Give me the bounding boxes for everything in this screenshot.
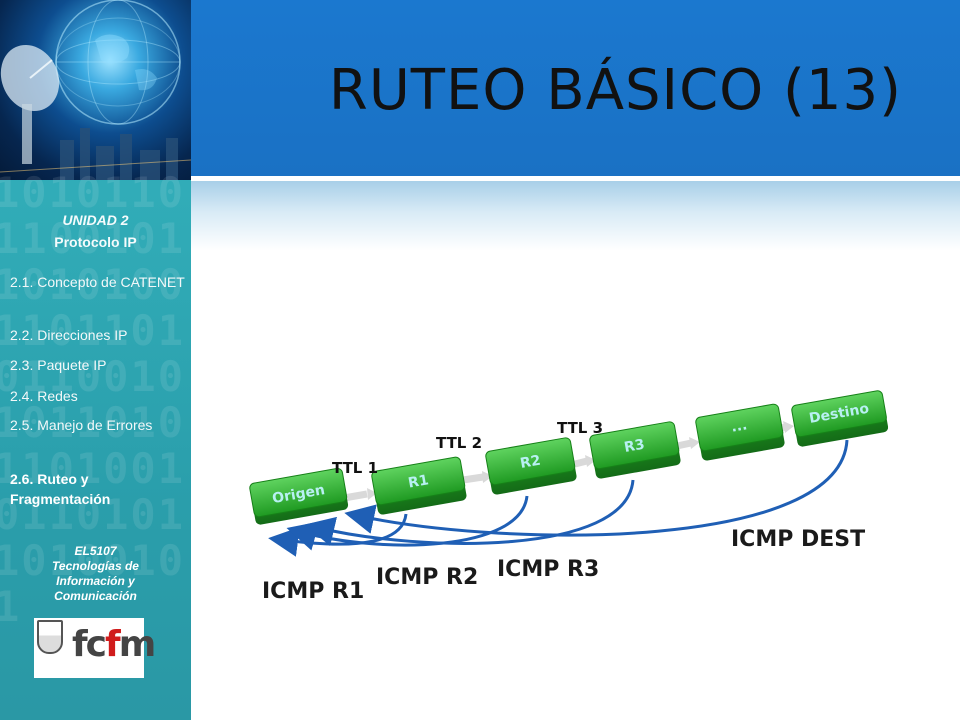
node-label-r1: R1: [407, 472, 430, 491]
course-name-line-2: Información y: [56, 574, 135, 588]
sidebar: 1010110110010110101001101101011001010110…: [0, 0, 191, 720]
node-r1: R1: [371, 456, 467, 515]
course-name-line-1: Tecnologías de: [52, 559, 139, 573]
icmp-label-r3: ICMP R3: [497, 557, 599, 582]
toc-item-direcciones-ip[interactable]: 2.2. Direcciones IP: [10, 327, 128, 343]
node-label-r3: R3: [623, 437, 646, 456]
ttl-label-2: TTL 2: [436, 434, 482, 452]
toc-item-redes[interactable]: 2.4. Redes: [10, 388, 78, 404]
logo-text-f: f: [105, 624, 121, 665]
unit-title: UNIDAD 2: [62, 212, 129, 228]
course-code: EL5107: [74, 544, 117, 558]
node-r2: R2: [485, 437, 577, 495]
node-ellipsis: ...: [695, 403, 785, 461]
globe-banner-image: [0, 0, 191, 180]
node-label-r2: R2: [519, 453, 542, 472]
toc-item-paquete-ip[interactable]: 2.3. Paquete IP: [10, 357, 107, 373]
fcfm-logo-text: fcfm: [72, 624, 156, 665]
icmp-label-r2: ICMP R2: [376, 565, 478, 590]
icmp-label-r1: ICMP R1: [262, 579, 364, 604]
node-label-ellipsis: ...: [730, 417, 749, 436]
unit-subtitle: Protocolo IP: [54, 234, 137, 250]
toc-item-ruteo-fragmentacion[interactable]: 2.6. Ruteo y Fragmentación: [10, 471, 111, 507]
university-crest-icon: [37, 620, 63, 654]
globe-icon: [0, 0, 191, 180]
ttl-label-1: TTL 1: [332, 459, 378, 477]
ttl-label-3: TTL 3: [557, 419, 603, 437]
icmp-label-dest: ICMP DEST: [731, 527, 865, 552]
node-destino: Destino: [791, 390, 889, 447]
logo-text-fc: fc: [72, 624, 107, 665]
binary-pattern-decoration: 1010110110010110101001101101011001010110…: [0, 168, 186, 631]
icmp-return-arrows: [268, 439, 849, 557]
slide-title: RUTEO BÁSICO (13): [328, 58, 902, 123]
toc-item-manejo-errores[interactable]: 2.5. Manejo de Errores: [10, 417, 153, 433]
title-gradient-fade: [191, 181, 960, 251]
fcfm-logo: fcfm: [34, 618, 156, 678]
title-bar: [191, 0, 960, 176]
node-origen: Origen: [249, 467, 349, 525]
course-info: EL5107 Tecnologías de Información y Comu…: [0, 544, 191, 604]
routing-diagram: Origen R1 R2 R3 ... Destino TTL 1: [191, 380, 960, 620]
title-underline: [191, 176, 960, 181]
logo-text-m: m: [118, 624, 156, 665]
course-name-line-3: Comunicación: [54, 589, 137, 603]
routing-diagram-svg: Origen R1 R2 R3 ... Destino TTL 1: [249, 390, 889, 604]
toc-item-concepto-catenet[interactable]: 2.1. Concepto de CATENET: [10, 274, 185, 290]
node-r3: R3: [589, 421, 681, 479]
